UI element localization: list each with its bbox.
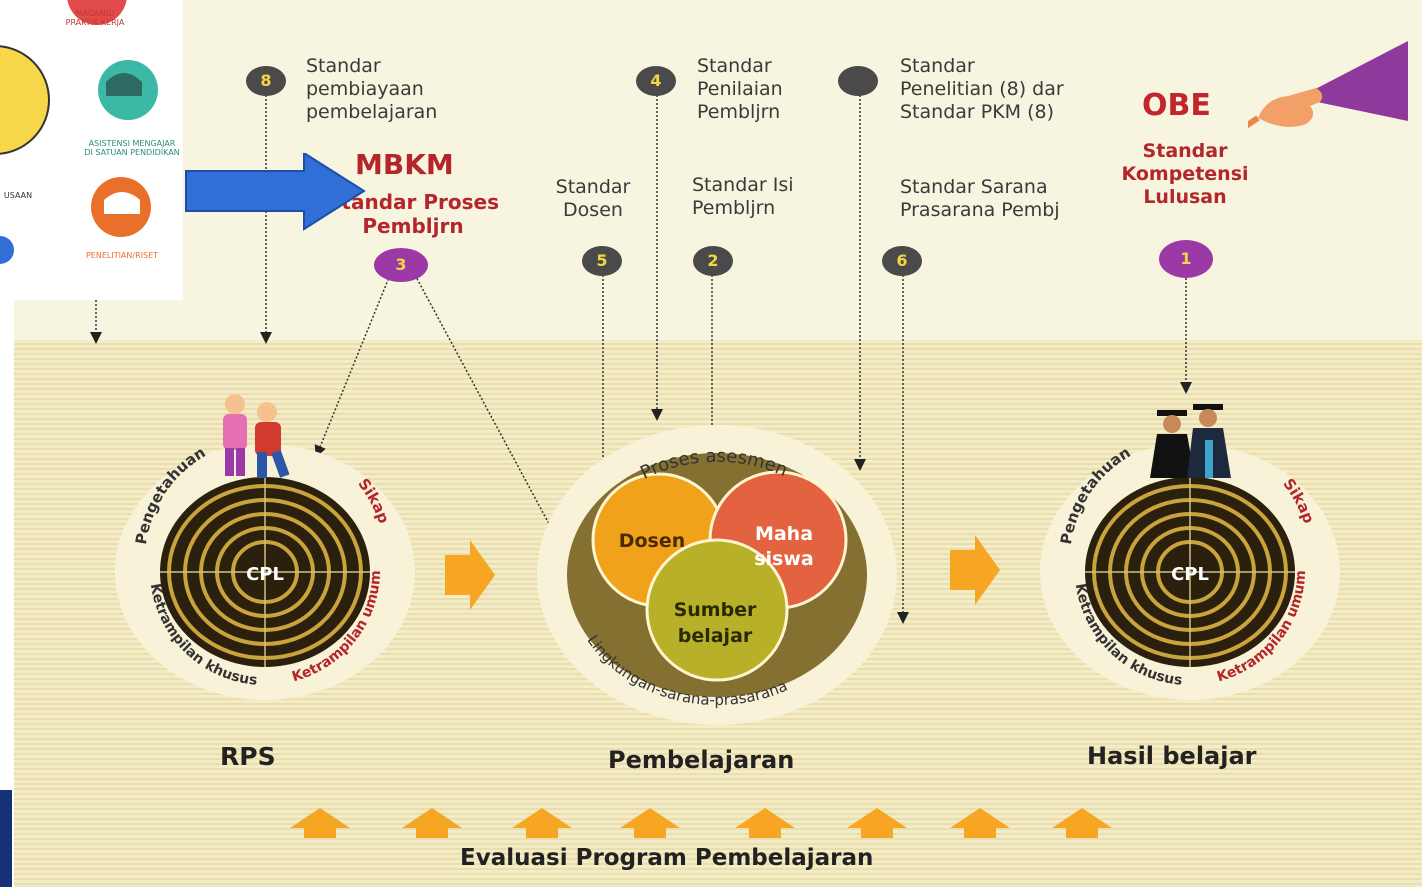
inset-caption-magang: MAGANG/ PRAKTIK KERJA: [65, 9, 125, 27]
inset-caption-partial: USAAN: [3, 191, 33, 200]
standar-dosen-label: Standar Dosen: [555, 176, 631, 221]
standar-sarana-label: Standar Sarana Prasarana Pembj: [900, 176, 1060, 221]
standard-badge-5: 5: [582, 246, 622, 276]
flow-arrow-right-icon: [950, 535, 1000, 605]
hasil-cpl-circle: CPL Pengetahuan Sikap Ketrampilan khusus…: [1040, 443, 1340, 700]
standard-badge-3: 3: [374, 248, 428, 282]
dosen-text: Dosen: [619, 530, 686, 552]
standar-isi-label: Standar Isi Pembljrn: [692, 174, 794, 219]
standard-badge-2: 2: [693, 246, 733, 276]
obe-title: OBE: [1142, 88, 1211, 123]
blue-pointer-arrow-icon: [185, 153, 366, 231]
sumber-belajar-text-line1: Sumber: [674, 599, 757, 621]
pembelajaran-circle: Dosen Maha siswa Sumber belajar Proses a…: [537, 425, 897, 725]
standard-badge-4: 4: [636, 66, 676, 96]
flow-arrow-right-icon: [445, 540, 495, 610]
inset-caption-penelitian: PENELITIAN/RISET: [85, 251, 159, 260]
left-blue-strip: [0, 790, 12, 887]
pointing-hand-icon: [1248, 41, 1408, 129]
inset-caption-asistensi: ASISTENSI MENGAJAR DI SATUAN PENDIDIKAN: [84, 139, 180, 157]
rps-cpl-circle: CPL Pengetahuan Sikap Ketrampilan khusus…: [115, 443, 415, 700]
rps-cpl-text: CPL: [246, 564, 284, 585]
graduates-icon: [1150, 404, 1231, 478]
standar-penelitian-label: Standar Penelitian (8) dar Standar PKM (…: [900, 55, 1064, 123]
standard-badge-6: 6: [882, 246, 922, 276]
standard-badge-blank: [838, 66, 878, 96]
hasil-belajar-label: Hasil belajar: [1087, 742, 1257, 770]
mahasiswa-text-line2: siswa: [754, 548, 814, 570]
rps-label: RPS: [220, 742, 276, 771]
standar-kompetensi-label: Standar Kompetensi Lulusan: [1121, 140, 1249, 208]
evaluasi-program-label: Evaluasi Program Pembelajaran: [460, 845, 874, 871]
evaluation-up-arrows: [290, 808, 1112, 838]
pembelajaran-label: Pembelajaran: [608, 746, 795, 774]
standar-penilaian-label: Standar Penilaian Pembljrn: [697, 55, 783, 123]
mbkm-title: MBKM: [355, 148, 454, 181]
mbkm-activities-inset: MAGANG/ PRAKTIK KERJA ASISTENSI MENGAJAR…: [0, 0, 183, 300]
standard-badge-1: 1: [1159, 240, 1213, 278]
hasil-cpl-text: CPL: [1171, 564, 1209, 585]
mahasiswa-text-line1: Maha: [755, 523, 813, 545]
standar-pembiayaan-label: Standar pembiayaan pembelajaran: [306, 55, 438, 123]
students-walking-icon: [223, 394, 290, 478]
standard-badge-8: 8: [246, 66, 286, 96]
sumber-belajar-text-line2: belajar: [678, 625, 753, 647]
